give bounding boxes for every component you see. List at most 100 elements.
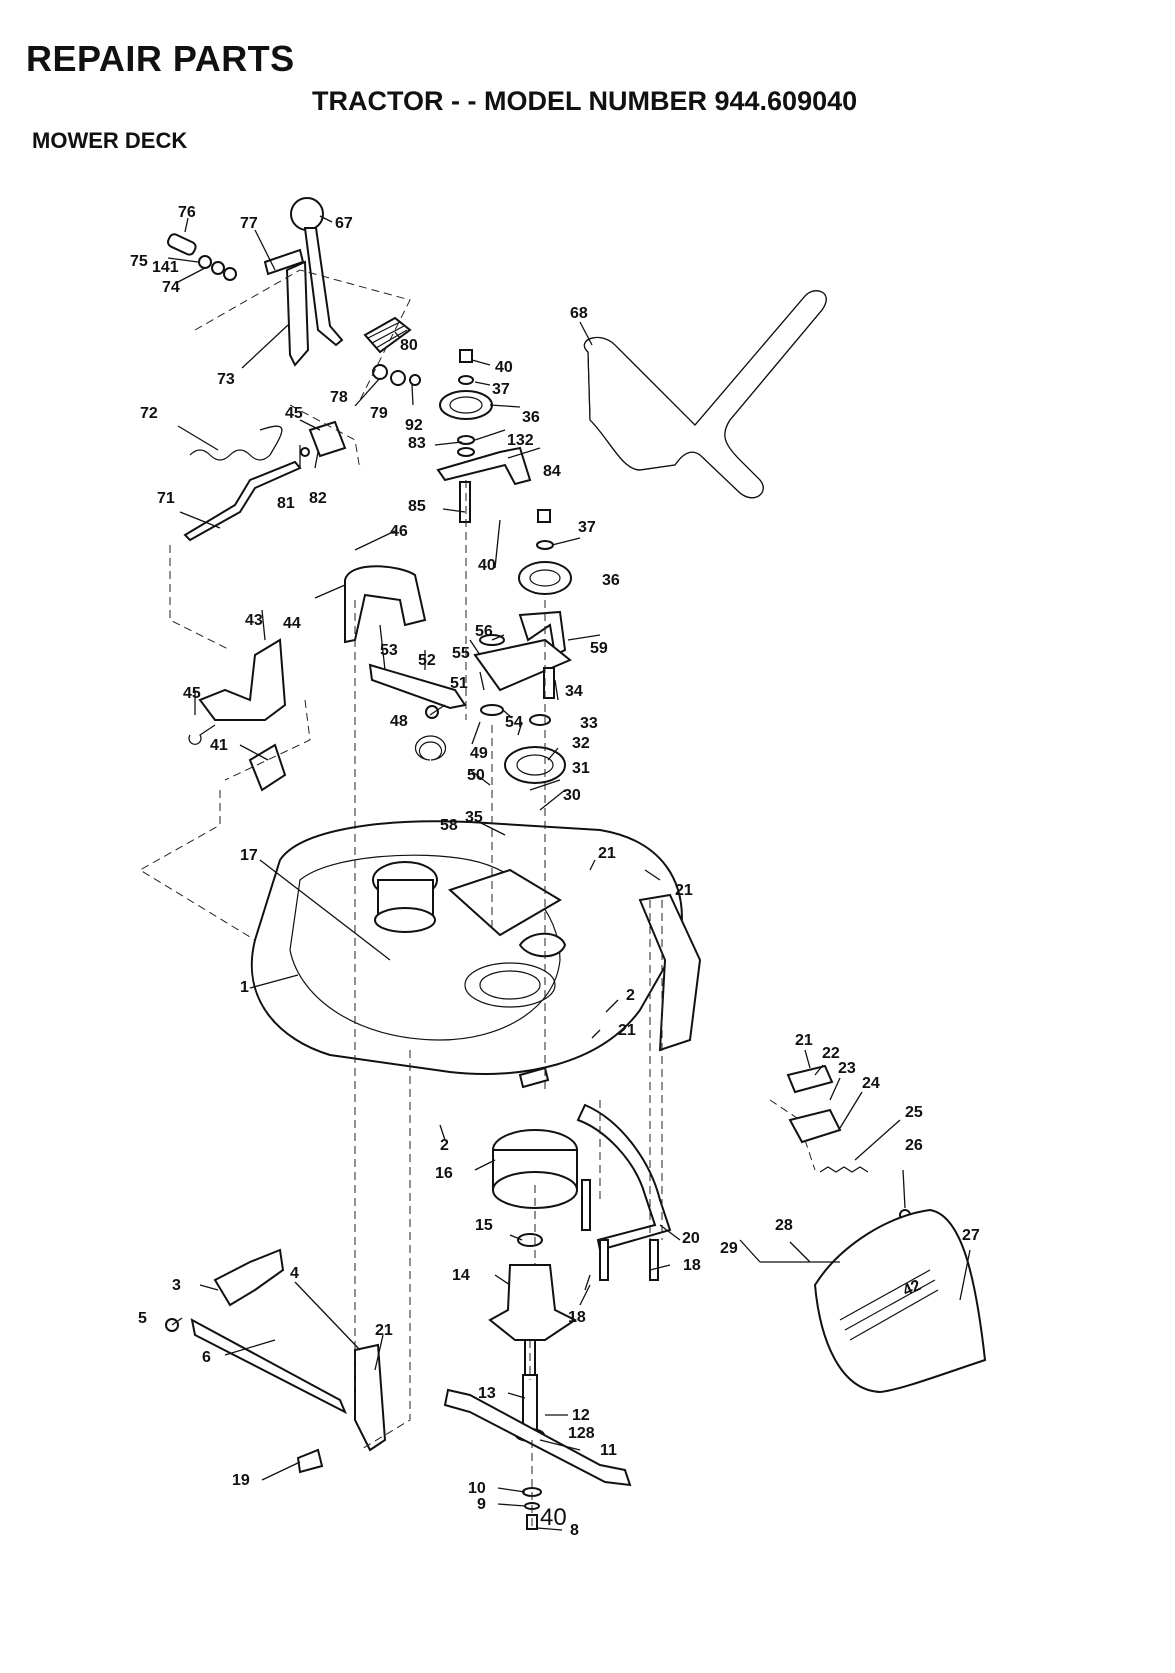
callout-31: 31	[572, 760, 590, 777]
callout-84: 84	[543, 463, 561, 480]
callout-45: 45	[285, 405, 303, 422]
idler-arm-part	[473, 638, 572, 692]
callout-59: 59	[590, 640, 608, 657]
stabilizer-rod-part	[576, 1103, 672, 1281]
callout-6: 6	[202, 1349, 211, 1366]
assembly-guide-lines	[139, 269, 816, 1530]
callout-32: 32	[572, 735, 590, 752]
callout-21-deck: 21	[598, 845, 616, 862]
hanger-bracket-part	[354, 1343, 387, 1452]
callout-19: 19	[232, 1472, 250, 1489]
belt-guard-part	[344, 565, 427, 644]
callout-29: 29	[720, 1240, 738, 1257]
torsion-spring-part	[414, 735, 447, 761]
callout-58: 58	[440, 817, 458, 834]
callout-56: 56	[475, 623, 493, 640]
lift-lever-assembly	[166, 197, 421, 542]
callout-2-deck: 2	[626, 987, 635, 1004]
callout-52: 52	[418, 652, 436, 669]
callout-80: 80	[400, 337, 418, 354]
callout-13: 13	[478, 1385, 496, 1402]
callout-28: 28	[775, 1217, 793, 1234]
callout-30: 30	[563, 787, 581, 804]
mower-blade-part	[443, 1388, 632, 1487]
callout-21-hanger: 21	[375, 1322, 393, 1339]
callout-53: 53	[380, 642, 398, 659]
callout-49: 49	[470, 745, 488, 762]
callout-73: 73	[217, 371, 235, 388]
callout-9: 9	[477, 1496, 486, 1513]
callout-45-lower: 45	[183, 685, 201, 702]
callout-74: 74	[162, 279, 180, 296]
deck-pulley-part	[504, 746, 566, 784]
callout-3: 3	[172, 1277, 181, 1294]
idler-pulley-stack	[436, 349, 572, 784]
callout-41: 41	[210, 737, 228, 754]
page-title: REPAIR PARTS	[26, 38, 295, 79]
callout-44: 44	[283, 615, 301, 632]
callout-85: 85	[408, 498, 426, 515]
callout-18-right: 18	[683, 1257, 701, 1274]
callout-92: 92	[405, 417, 423, 434]
callout-25: 25	[905, 1104, 923, 1121]
callout-78: 78	[330, 389, 348, 406]
discharge-chute-part	[813, 1208, 987, 1394]
lever-bracket-part	[285, 260, 310, 367]
callout-12: 12	[572, 1407, 590, 1424]
callout-33: 33	[580, 715, 598, 732]
callout-79: 79	[370, 405, 388, 422]
callout-54: 54	[505, 714, 523, 731]
callout-26: 26	[905, 1137, 923, 1154]
callout-48: 48	[390, 713, 408, 730]
callout-2-spindle: 2	[440, 1137, 449, 1154]
callout-8: 8	[570, 1522, 579, 1539]
callout-141: 141	[152, 259, 179, 276]
front-hanger-group	[165, 1248, 387, 1474]
callout-71: 71	[157, 490, 175, 507]
callout-21-side: 21	[675, 882, 693, 899]
chute-bracket-plate-part	[786, 1064, 834, 1094]
lift-spring-part	[189, 449, 271, 461]
callout-16: 16	[435, 1165, 453, 1182]
callout-132: 132	[507, 432, 534, 449]
callout-36: 36	[522, 409, 540, 426]
callout-5: 5	[138, 1310, 147, 1327]
callout-81: 81	[277, 495, 295, 512]
drive-belt-part	[583, 290, 827, 499]
chute-spring-part	[819, 1166, 869, 1173]
callout-1: 1	[240, 979, 249, 996]
callout-82: 82	[309, 490, 327, 507]
discharge-chute-group: 42	[760, 1064, 987, 1394]
callout-51: 51	[450, 675, 468, 692]
callout-27: 27	[962, 1227, 980, 1244]
belt-guard-group	[188, 565, 467, 792]
callout-37-lower: 37	[578, 519, 596, 536]
callout-11: 11	[600, 1442, 617, 1459]
callout-50: 50	[467, 767, 485, 784]
callout-83: 83	[408, 435, 426, 452]
callout-14: 14	[452, 1267, 470, 1284]
callout-40: 40	[495, 359, 513, 376]
callout-46: 46	[390, 523, 408, 540]
page-number: 40	[540, 1504, 567, 1531]
callout-10: 10	[468, 1480, 486, 1497]
section-heading: MOWER DECK	[32, 128, 188, 153]
callout-24: 24	[862, 1075, 880, 1092]
callout-leaders	[167, 215, 971, 1531]
callout-labels: 76 77 67 75 141 74 68 80 73 40 37 78 36 …	[130, 204, 980, 1539]
callout-72: 72	[140, 405, 158, 422]
mower-deck-part	[250, 820, 702, 1089]
callout-18-left: 18	[568, 1309, 586, 1326]
hanger-bar-part	[190, 1318, 347, 1415]
deck-size-badge: 42	[900, 1277, 923, 1300]
callout-37: 37	[492, 381, 510, 398]
callout-40-lower: 40	[478, 557, 496, 574]
lift-link-part	[198, 638, 287, 721]
callout-77: 77	[240, 215, 258, 232]
spindle-assembly	[443, 1129, 632, 1530]
deck-end-plate-part	[638, 893, 702, 1052]
callout-43: 43	[245, 612, 263, 629]
callout-68: 68	[570, 305, 588, 322]
callout-128: 128	[568, 1425, 595, 1442]
callout-55: 55	[452, 645, 470, 662]
